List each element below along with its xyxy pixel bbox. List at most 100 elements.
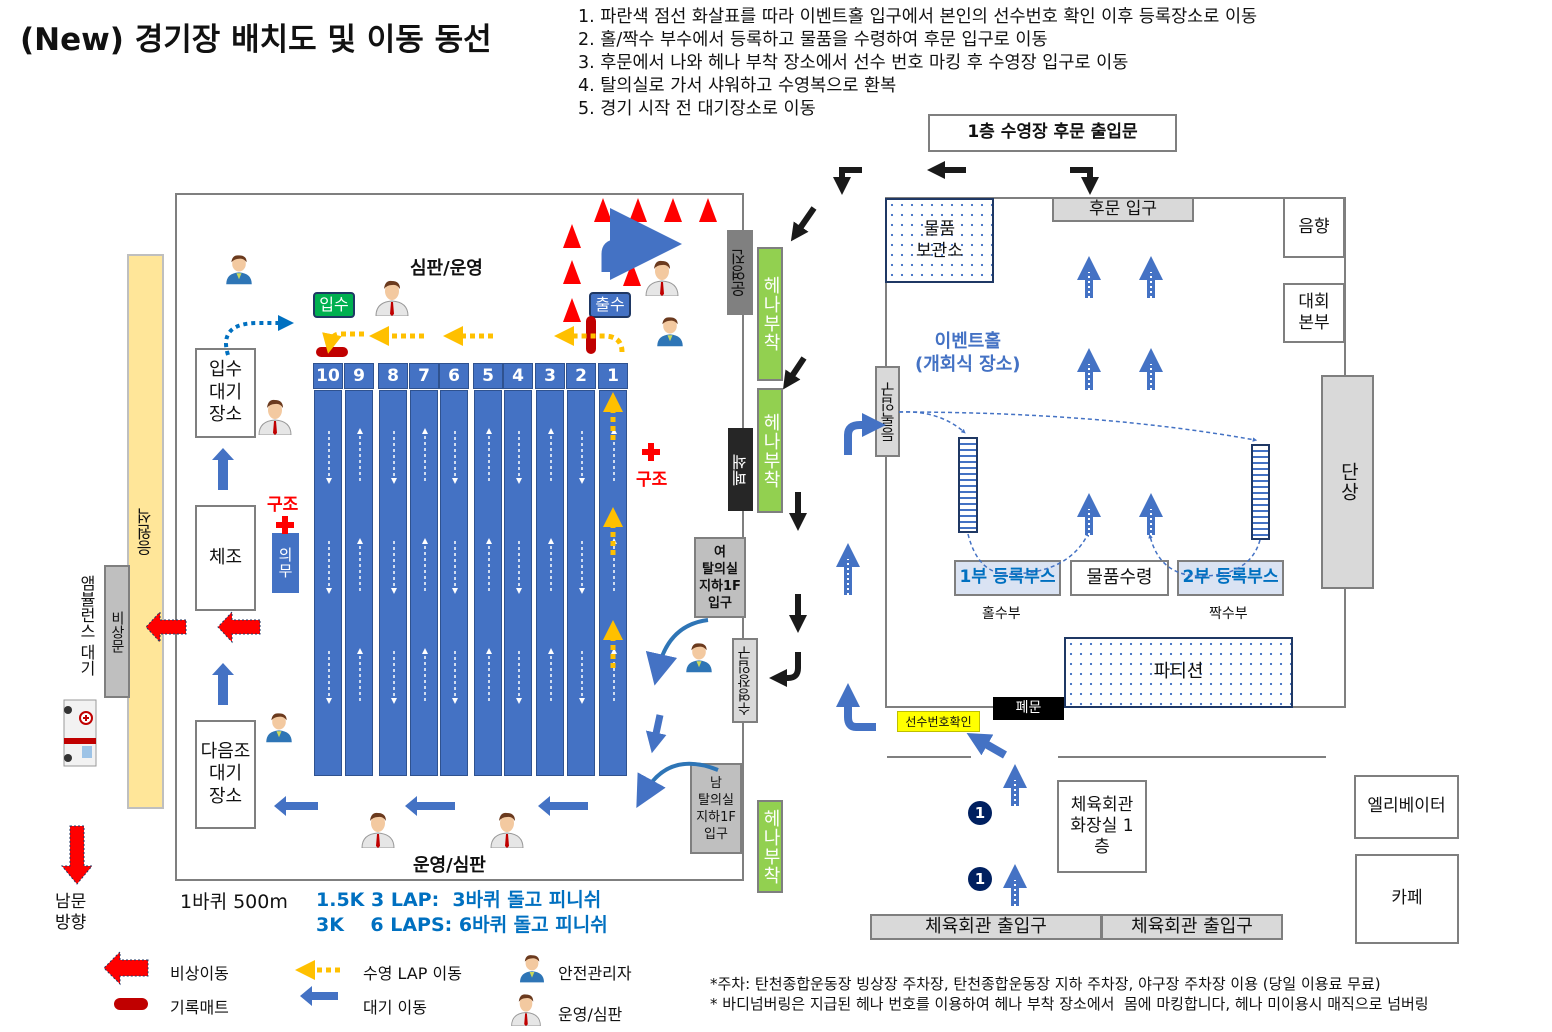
back-door-main[interactable]: 1층 수영장 후문 출입문	[928, 114, 1177, 152]
instruction-3: 3. 후문에서 나와 헤나 부착 장소에서 선수 번호 마킹 후 수영장 입구로…	[578, 53, 1129, 73]
lane	[345, 390, 373, 776]
lane-number-2: 2	[566, 363, 596, 389]
lane	[379, 390, 407, 776]
pool-top-label: 심판/운영	[410, 258, 483, 279]
emergency-door-label: 비상문	[109, 610, 125, 653]
lane	[474, 390, 502, 776]
odd-label: 홀수부	[982, 606, 1021, 622]
event-hall-title: 이벤트홀 (개회식 장소)	[915, 331, 1021, 375]
henna-station-2: 헤나부착	[757, 388, 783, 513]
pool-entrance-label: 수영장입구	[737, 645, 753, 716]
legend-referee: 운영/심판	[558, 1005, 623, 1024]
page-title: (New) 경기장 배치도 및 이동 동선	[20, 22, 492, 58]
lane-number-5: 5	[473, 363, 503, 389]
one-lap-label: 1바퀴 500m	[180, 891, 288, 913]
note-parking: *주차: 탄천종합운동장 빙상장 주차장, 탄천종합운동장 지하 주차장, 야구…	[710, 975, 1381, 993]
registration-entrance-label: 등록입구	[879, 381, 897, 442]
even-label: 짝수부	[1209, 606, 1248, 622]
rescue-label-right: 구조	[636, 470, 668, 490]
goods-pickup[interactable]: 물품수령	[1070, 560, 1169, 596]
referee-icon	[255, 395, 295, 435]
competition-hq: 대회 본부	[1283, 283, 1345, 343]
lane-number-8: 8	[378, 363, 408, 389]
instruction-1: 1. 파란색 점선 화살표를 따라 이벤트홀 입구에서 본인의 선수번호 확인 …	[578, 7, 1258, 27]
exit-badge: 출수	[589, 292, 631, 318]
lane-number-10: 10	[313, 363, 343, 389]
booth-1-registration[interactable]: 1부 등록부스	[954, 560, 1061, 596]
booth-2-registration[interactable]: 2부 등록부스	[1177, 560, 1284, 596]
referee-icon	[642, 256, 682, 296]
instruction-2: 2. 홀/짝수 부수에서 등록하고 물품을 수령하여 후문 입구로 이동	[578, 30, 1048, 50]
safety-manager-icon	[262, 710, 296, 744]
storage-room: 물품 보관소	[885, 198, 994, 283]
instructions: 1. 파란색 점선 화살표를 따라 이벤트홀 입구에서 본인의 선수번호 확인 …	[578, 6, 1257, 121]
step-badge-2: 1	[968, 867, 992, 891]
henna-station-3: 헤나부착	[757, 800, 783, 893]
pool-entrance[interactable]: 수영장입구	[732, 638, 758, 723]
legend-mat-icon	[114, 998, 148, 1010]
bib-check: 선수번호확인	[897, 711, 980, 732]
warmup-area: 체조	[195, 505, 256, 611]
queue-stripes-2	[1251, 444, 1270, 540]
south-gate-label: 남문 방향	[55, 892, 87, 933]
referee-icon	[487, 808, 527, 848]
next-waiting-area: 다음조 대기 장소	[195, 720, 256, 829]
lane-number-4: 4	[503, 363, 533, 389]
closed-area: 폐쇄	[728, 428, 753, 511]
safety-manager-icon	[653, 314, 687, 348]
lane	[567, 390, 595, 776]
lane-number-9: 9	[344, 363, 374, 389]
cafe: 카페	[1355, 854, 1459, 944]
safety-manager-icon	[516, 952, 548, 984]
ambulance-label: 앰뷸런스 대기	[77, 575, 96, 677]
safety-manager-icon	[222, 252, 256, 286]
referee-icon	[372, 276, 412, 316]
staff-label: 운영진	[730, 248, 749, 297]
gym-entrance-2[interactable]: 체육회관 출입구	[1101, 914, 1283, 940]
medical-label: 의무	[276, 547, 294, 579]
legend-emergency: 비상이동	[170, 964, 229, 983]
sound-booth: 음향	[1283, 197, 1345, 258]
stage: 단상	[1321, 375, 1374, 589]
cheering-section: 응원석	[127, 254, 164, 809]
legend-safety: 안전관리자	[558, 964, 632, 983]
closed-door: 폐문	[993, 697, 1064, 720]
step-badge-1: 1	[968, 801, 992, 825]
lane-number-3: 3	[535, 363, 565, 389]
medical-station: 의무	[272, 533, 299, 593]
legend-mat: 기록매트	[170, 998, 229, 1017]
elevator: 엘리베이터	[1354, 775, 1459, 839]
wall-line-1	[887, 756, 971, 758]
queue-stripes-1	[958, 437, 978, 533]
cheering-label: 응원석	[135, 507, 155, 556]
gym-entrance-1[interactable]: 체육회관 출입구	[870, 914, 1102, 940]
instruction-5: 5. 경기 시작 전 대기장소로 이동	[578, 99, 816, 119]
staff-area: 운영진	[727, 230, 753, 315]
safety-manager-icon	[682, 640, 716, 674]
entry-waiting-area: 입수 대기 장소	[195, 348, 256, 438]
legend-lap-move: 수영 LAP 이동	[363, 964, 462, 983]
lane	[314, 390, 342, 776]
referee-icon	[358, 808, 398, 848]
partition: 파티션	[1064, 637, 1293, 708]
pool-bottom-label: 운영/심판	[413, 855, 486, 876]
restroom: 체육회관 화장실 1 층	[1057, 780, 1147, 873]
lane-number-7: 7	[409, 363, 439, 389]
lap-line-2: 3K 6 LAPS: 6바퀴 돌고 피니쉬	[316, 914, 608, 936]
men-locker-entrance[interactable]: 남 탈의실 지하1F 입구	[690, 763, 742, 854]
lane	[410, 390, 438, 776]
lane-number-6: 6	[439, 363, 469, 389]
note-body-numbering: * 바디넘버링은 지급된 헤나 번호를 이용하여 헤나 부착 장소에서 몸에 마…	[710, 995, 1429, 1013]
referee-icon	[508, 990, 544, 1026]
women-locker-entrance[interactable]: 여 탈의실 지하1F 입구	[694, 537, 746, 618]
legend-wait-move: 대기 이동	[363, 998, 427, 1017]
back-entrance[interactable]: 후문 입구	[1052, 197, 1194, 222]
lane	[440, 390, 468, 776]
entry-badge: 입수	[313, 292, 355, 318]
emergency-door[interactable]: 비상문	[104, 565, 130, 698]
registration-entrance[interactable]: 등록입구	[875, 366, 900, 457]
wall-line-2	[1058, 756, 1326, 758]
lane-number-1: 1	[598, 363, 628, 389]
lane	[536, 390, 564, 776]
rescue-label-left: 구조	[267, 495, 299, 515]
